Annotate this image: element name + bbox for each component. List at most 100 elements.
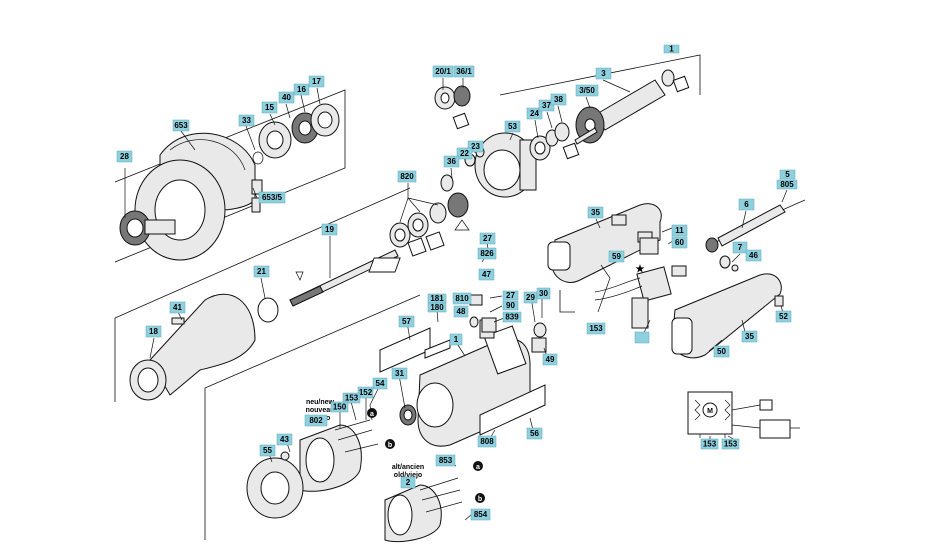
part-label: 52 bbox=[775, 310, 792, 323]
part-label: 46 bbox=[745, 249, 762, 262]
part-label: 29 bbox=[523, 291, 538, 304]
svg-text:28: 28 bbox=[120, 152, 129, 161]
svg-text:38: 38 bbox=[554, 95, 563, 104]
part-label: 40 bbox=[278, 91, 295, 104]
svg-text:b: b bbox=[478, 496, 482, 503]
svg-text:36/1: 36/1 bbox=[456, 67, 472, 76]
svg-text:152: 152 bbox=[359, 388, 373, 397]
part-label: 2 bbox=[400, 476, 416, 489]
svg-text:b: b bbox=[388, 442, 392, 449]
part-label: 60 bbox=[671, 236, 688, 249]
part-label: 36/1 bbox=[453, 65, 475, 78]
part-label: 653/5 bbox=[258, 191, 286, 204]
svg-text:20/1: 20/1 bbox=[435, 67, 451, 76]
part-label: 150 bbox=[330, 401, 349, 413]
svg-text:24: 24 bbox=[530, 109, 539, 118]
part-label: 653 bbox=[172, 119, 190, 132]
svg-text:1: 1 bbox=[454, 335, 459, 344]
svg-text:17: 17 bbox=[312, 77, 321, 86]
handle-half-35-upper bbox=[547, 203, 662, 283]
part-label: 50 bbox=[713, 345, 730, 358]
svg-text:53: 53 bbox=[508, 122, 517, 131]
svg-text:1: 1 bbox=[669, 45, 674, 54]
svg-text:805: 805 bbox=[780, 180, 794, 189]
part-label: 808 bbox=[477, 435, 497, 448]
part-label: 23 bbox=[467, 140, 484, 153]
svg-text:7: 7 bbox=[738, 243, 743, 252]
svg-text:35: 35 bbox=[745, 332, 754, 341]
part-label: 36 bbox=[443, 155, 460, 168]
old-version-note: alt/ancien old/viejo bbox=[392, 464, 424, 479]
part-label: 27 bbox=[479, 232, 496, 245]
svg-text:50: 50 bbox=[717, 347, 726, 356]
part-label: 180 bbox=[427, 302, 447, 313]
svg-text:653/5: 653/5 bbox=[262, 193, 283, 202]
marker-b-2: b bbox=[475, 493, 485, 503]
part-label: 826 bbox=[477, 247, 497, 260]
svg-text:55: 55 bbox=[263, 446, 272, 455]
svg-text:nouveau: nouveau bbox=[306, 407, 335, 414]
svg-text:853: 853 bbox=[439, 456, 453, 465]
part-label: 802 bbox=[304, 414, 328, 427]
svg-text:21: 21 bbox=[257, 267, 266, 276]
bearing-15-16-17 bbox=[251, 103, 340, 213]
bearings-24-37-38 bbox=[529, 122, 580, 161]
part-label: 21 bbox=[253, 265, 270, 278]
svg-text:33: 33 bbox=[242, 116, 251, 125]
svg-text:60: 60 bbox=[675, 238, 684, 247]
svg-text:59: 59 bbox=[612, 252, 621, 261]
svg-text:56: 56 bbox=[530, 429, 539, 438]
part-label: 47 bbox=[478, 268, 495, 281]
part-label: 153 bbox=[700, 438, 719, 450]
part-label: 54 bbox=[372, 377, 388, 390]
bearings-820 bbox=[389, 146, 485, 257]
svg-text:810: 810 bbox=[455, 294, 469, 303]
marker-a-1: a bbox=[367, 408, 377, 418]
svg-text:3/50: 3/50 bbox=[579, 86, 595, 95]
part-label: 38 bbox=[550, 93, 567, 106]
part-label: 22 bbox=[456, 147, 473, 160]
armature-3 bbox=[574, 69, 690, 145]
svg-text:54: 54 bbox=[376, 379, 385, 388]
svg-text:35: 35 bbox=[591, 208, 600, 217]
end-cover-55 bbox=[246, 451, 304, 519]
section-frame-lines bbox=[114, 54, 701, 540]
switch-4 bbox=[594, 237, 687, 329]
svg-text:31: 31 bbox=[395, 369, 404, 378]
part-label: 16 bbox=[293, 83, 310, 96]
part-label: 11 bbox=[671, 224, 688, 237]
part-label: 35 bbox=[741, 330, 758, 343]
svg-text:27: 27 bbox=[506, 291, 515, 300]
part-label: 57 bbox=[398, 315, 415, 328]
part-label: 24 bbox=[526, 107, 543, 120]
part-label: 56 bbox=[526, 427, 543, 440]
gear-20-36 bbox=[434, 85, 471, 130]
part-label: 853 bbox=[435, 454, 456, 467]
wiring-schematic: M bbox=[687, 391, 800, 439]
svg-text:23: 23 bbox=[471, 142, 480, 151]
svg-text:153: 153 bbox=[703, 440, 717, 449]
marker-b-1: b bbox=[385, 439, 395, 449]
svg-text:820: 820 bbox=[400, 172, 414, 181]
part-label: 41 bbox=[169, 301, 186, 314]
part-label: 153 bbox=[586, 322, 606, 335]
svg-text:neu/new: neu/new bbox=[306, 399, 335, 406]
part-label: 854 bbox=[470, 508, 491, 521]
nose-housing-18 bbox=[129, 293, 256, 401]
field-coil-2-old bbox=[384, 477, 463, 543]
svg-text:52: 52 bbox=[779, 312, 788, 321]
svg-text:2: 2 bbox=[406, 478, 411, 487]
svg-text:a: a bbox=[476, 464, 480, 471]
svg-text:37: 37 bbox=[542, 101, 551, 110]
housing-28 bbox=[119, 159, 226, 261]
svg-text:153: 153 bbox=[345, 394, 359, 403]
part-label: 1 bbox=[449, 333, 463, 346]
cable-6 bbox=[705, 199, 806, 272]
brush-holder-parts bbox=[368, 257, 547, 353]
field-coil-802-new bbox=[299, 419, 379, 492]
svg-text:653: 653 bbox=[174, 121, 188, 130]
svg-text:839: 839 bbox=[505, 313, 519, 322]
part-label: 6 bbox=[738, 198, 755, 211]
